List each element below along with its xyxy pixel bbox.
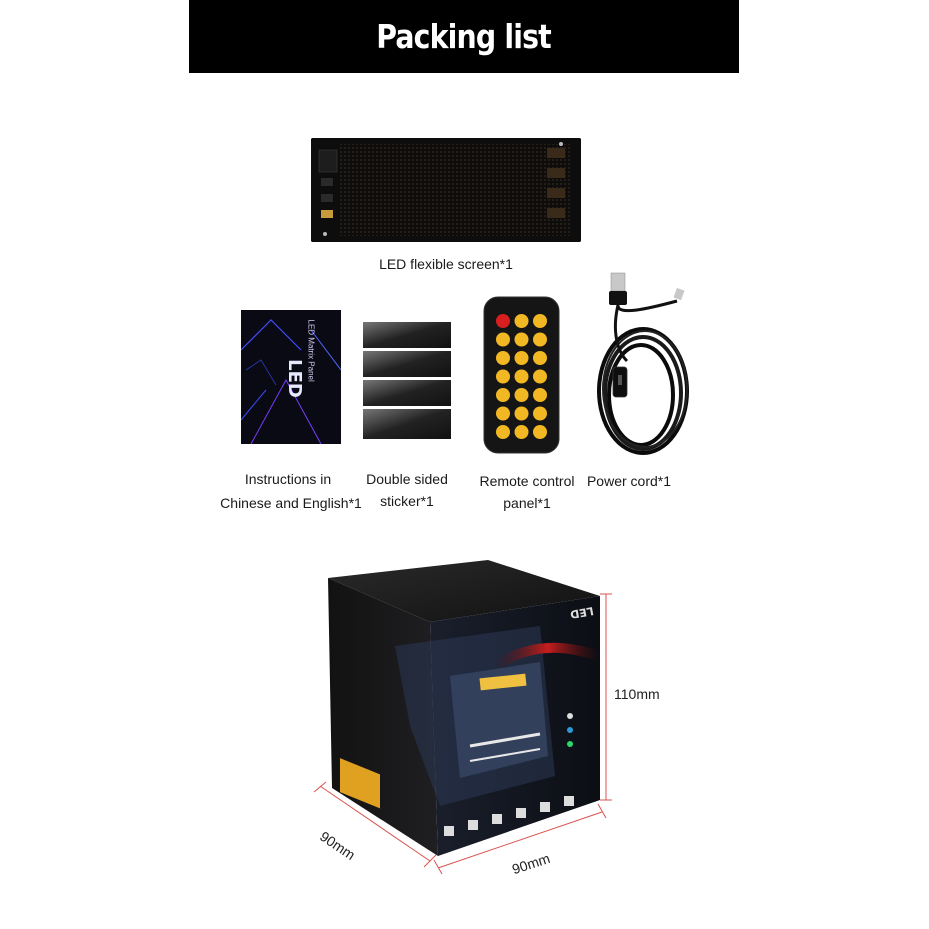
manual-subtitle: LED Matrix Panel [306, 319, 316, 382]
power-cord-image [587, 271, 695, 459]
instructions-caption-line2: Chinese and English*1 [220, 495, 362, 511]
instructions-caption-line1: Instructions in [244, 471, 332, 487]
remote-function-button [533, 388, 547, 402]
remote-function-button [496, 332, 510, 347]
remote-function-button [514, 425, 529, 439]
remote-function-button [533, 314, 547, 328]
remote-function-button [496, 406, 510, 421]
remote-function-button [533, 425, 547, 439]
sticker-caption-line1: Double sided [366, 471, 448, 487]
remote-function-button [496, 369, 510, 384]
remote-caption-line1: Remote control [479, 473, 575, 489]
double-sided-sticker-image [363, 322, 451, 439]
remote-power-button [496, 314, 510, 328]
remote-function-button [533, 332, 547, 347]
remote-caption-line2: panel*1 [503, 495, 551, 511]
remote-function-button [496, 425, 510, 439]
remote-control-image [483, 296, 560, 454]
remote-function-button [514, 314, 529, 328]
sticker-caption: Double sided sticker*1 [355, 468, 459, 512]
remote-function-button [514, 351, 529, 365]
product-box-image: LED [300, 556, 630, 896]
remote-function-button [514, 369, 529, 384]
remote-caption: Remote control panel*1 [470, 470, 584, 514]
led-flexible-screen-image [311, 138, 581, 242]
remote-function-button [496, 388, 510, 402]
remote-function-button [514, 406, 529, 421]
remote-function-button [533, 369, 547, 384]
header-banner: Packing list [189, 0, 739, 73]
remote-function-button [514, 332, 529, 347]
page-title: Packing list [376, 17, 552, 56]
sticker-caption-line2: sticker*1 [380, 493, 434, 509]
box-height-label: 110mm [614, 686, 660, 702]
remote-function-button [514, 388, 529, 402]
manual-brand: LED [283, 359, 305, 398]
instruction-manual-image: LED LED Matrix Panel [241, 310, 341, 444]
remote-function-button [533, 351, 547, 365]
led-screen-caption: LED flexible screen*1 [379, 256, 513, 272]
remote-function-button [533, 406, 547, 421]
power-cord-caption: Power cord*1 [586, 473, 672, 489]
remote-function-button [496, 351, 510, 365]
instructions-caption: Instructions in Chinese and English*1 [216, 468, 366, 514]
